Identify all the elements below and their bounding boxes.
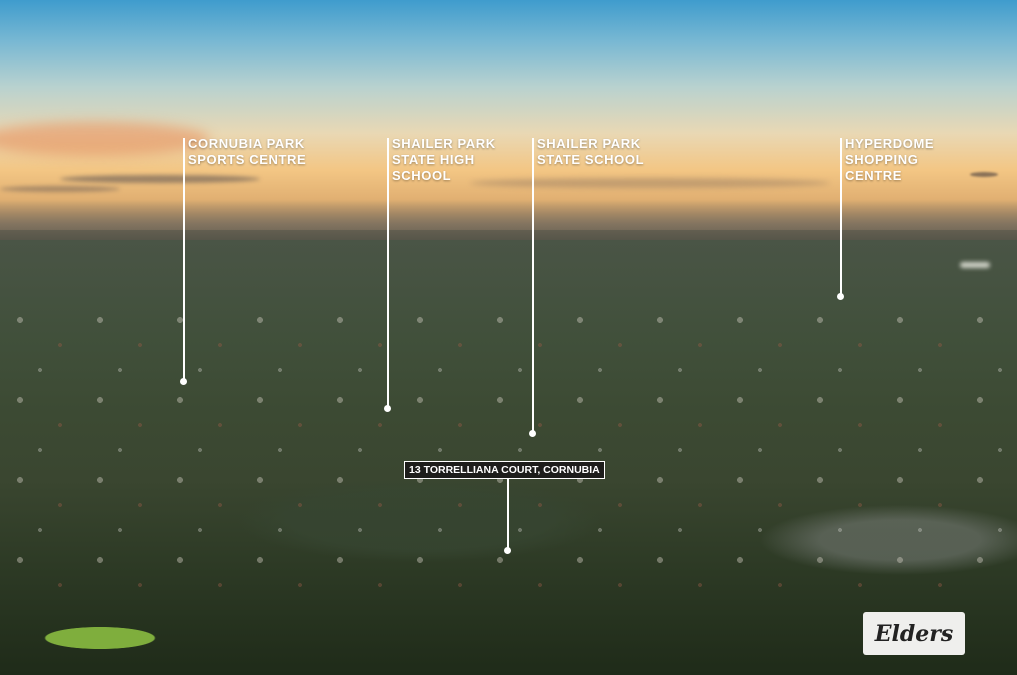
sunset-sky <box>0 0 1017 230</box>
pointer-line <box>183 138 185 381</box>
pointer-dot <box>384 405 391 412</box>
landmark-label-shailer-park-state: SHAILER PARK STATE SCHOOL <box>537 136 644 168</box>
pointer-dot <box>837 293 844 300</box>
landmark-line: STATE SCHOOL <box>537 152 645 167</box>
property-pointer-dot <box>504 547 511 554</box>
cloud <box>970 172 998 177</box>
landmark-line: SCHOOL <box>392 168 452 183</box>
landmark-line: SHAILER PARK <box>537 136 641 151</box>
houses-texture <box>0 300 1017 600</box>
property-address-label: 13 TORRELLIANA COURT, CORNUBIA <box>404 461 605 479</box>
landmark-label-shailer-park-high: SHAILER PARK STATE HIGH SCHOOL <box>392 136 496 184</box>
city-lights <box>960 262 990 268</box>
pointer-dot <box>529 430 536 437</box>
cloud <box>60 175 260 183</box>
pointer-line <box>532 138 534 433</box>
elders-logo: Elders <box>863 612 965 655</box>
pointer-line <box>840 138 842 296</box>
pointer-dot <box>180 378 187 385</box>
landmark-line: SPORTS CENTRE <box>188 152 307 167</box>
cloud <box>470 178 830 188</box>
landmark-label-cornubia-park: CORNUBIA PARK SPORTS CENTRE <box>188 136 306 168</box>
pointer-line <box>387 138 389 408</box>
property-pointer-line <box>507 478 509 550</box>
cloud <box>0 186 120 192</box>
suburban-landscape <box>0 240 1017 675</box>
landmark-line: HYPERDOME <box>845 136 935 151</box>
cloud <box>0 122 210 156</box>
landmark-line: SHAILER PARK <box>392 136 496 151</box>
landmark-line: CENTRE <box>845 168 903 183</box>
landmark-line: SHOPPING <box>845 152 919 167</box>
landmark-line: STATE HIGH <box>392 152 475 167</box>
landmark-line: CORNUBIA PARK <box>188 136 305 151</box>
landmark-label-hyperdome: HYPERDOME SHOPPING CENTRE <box>845 136 934 184</box>
